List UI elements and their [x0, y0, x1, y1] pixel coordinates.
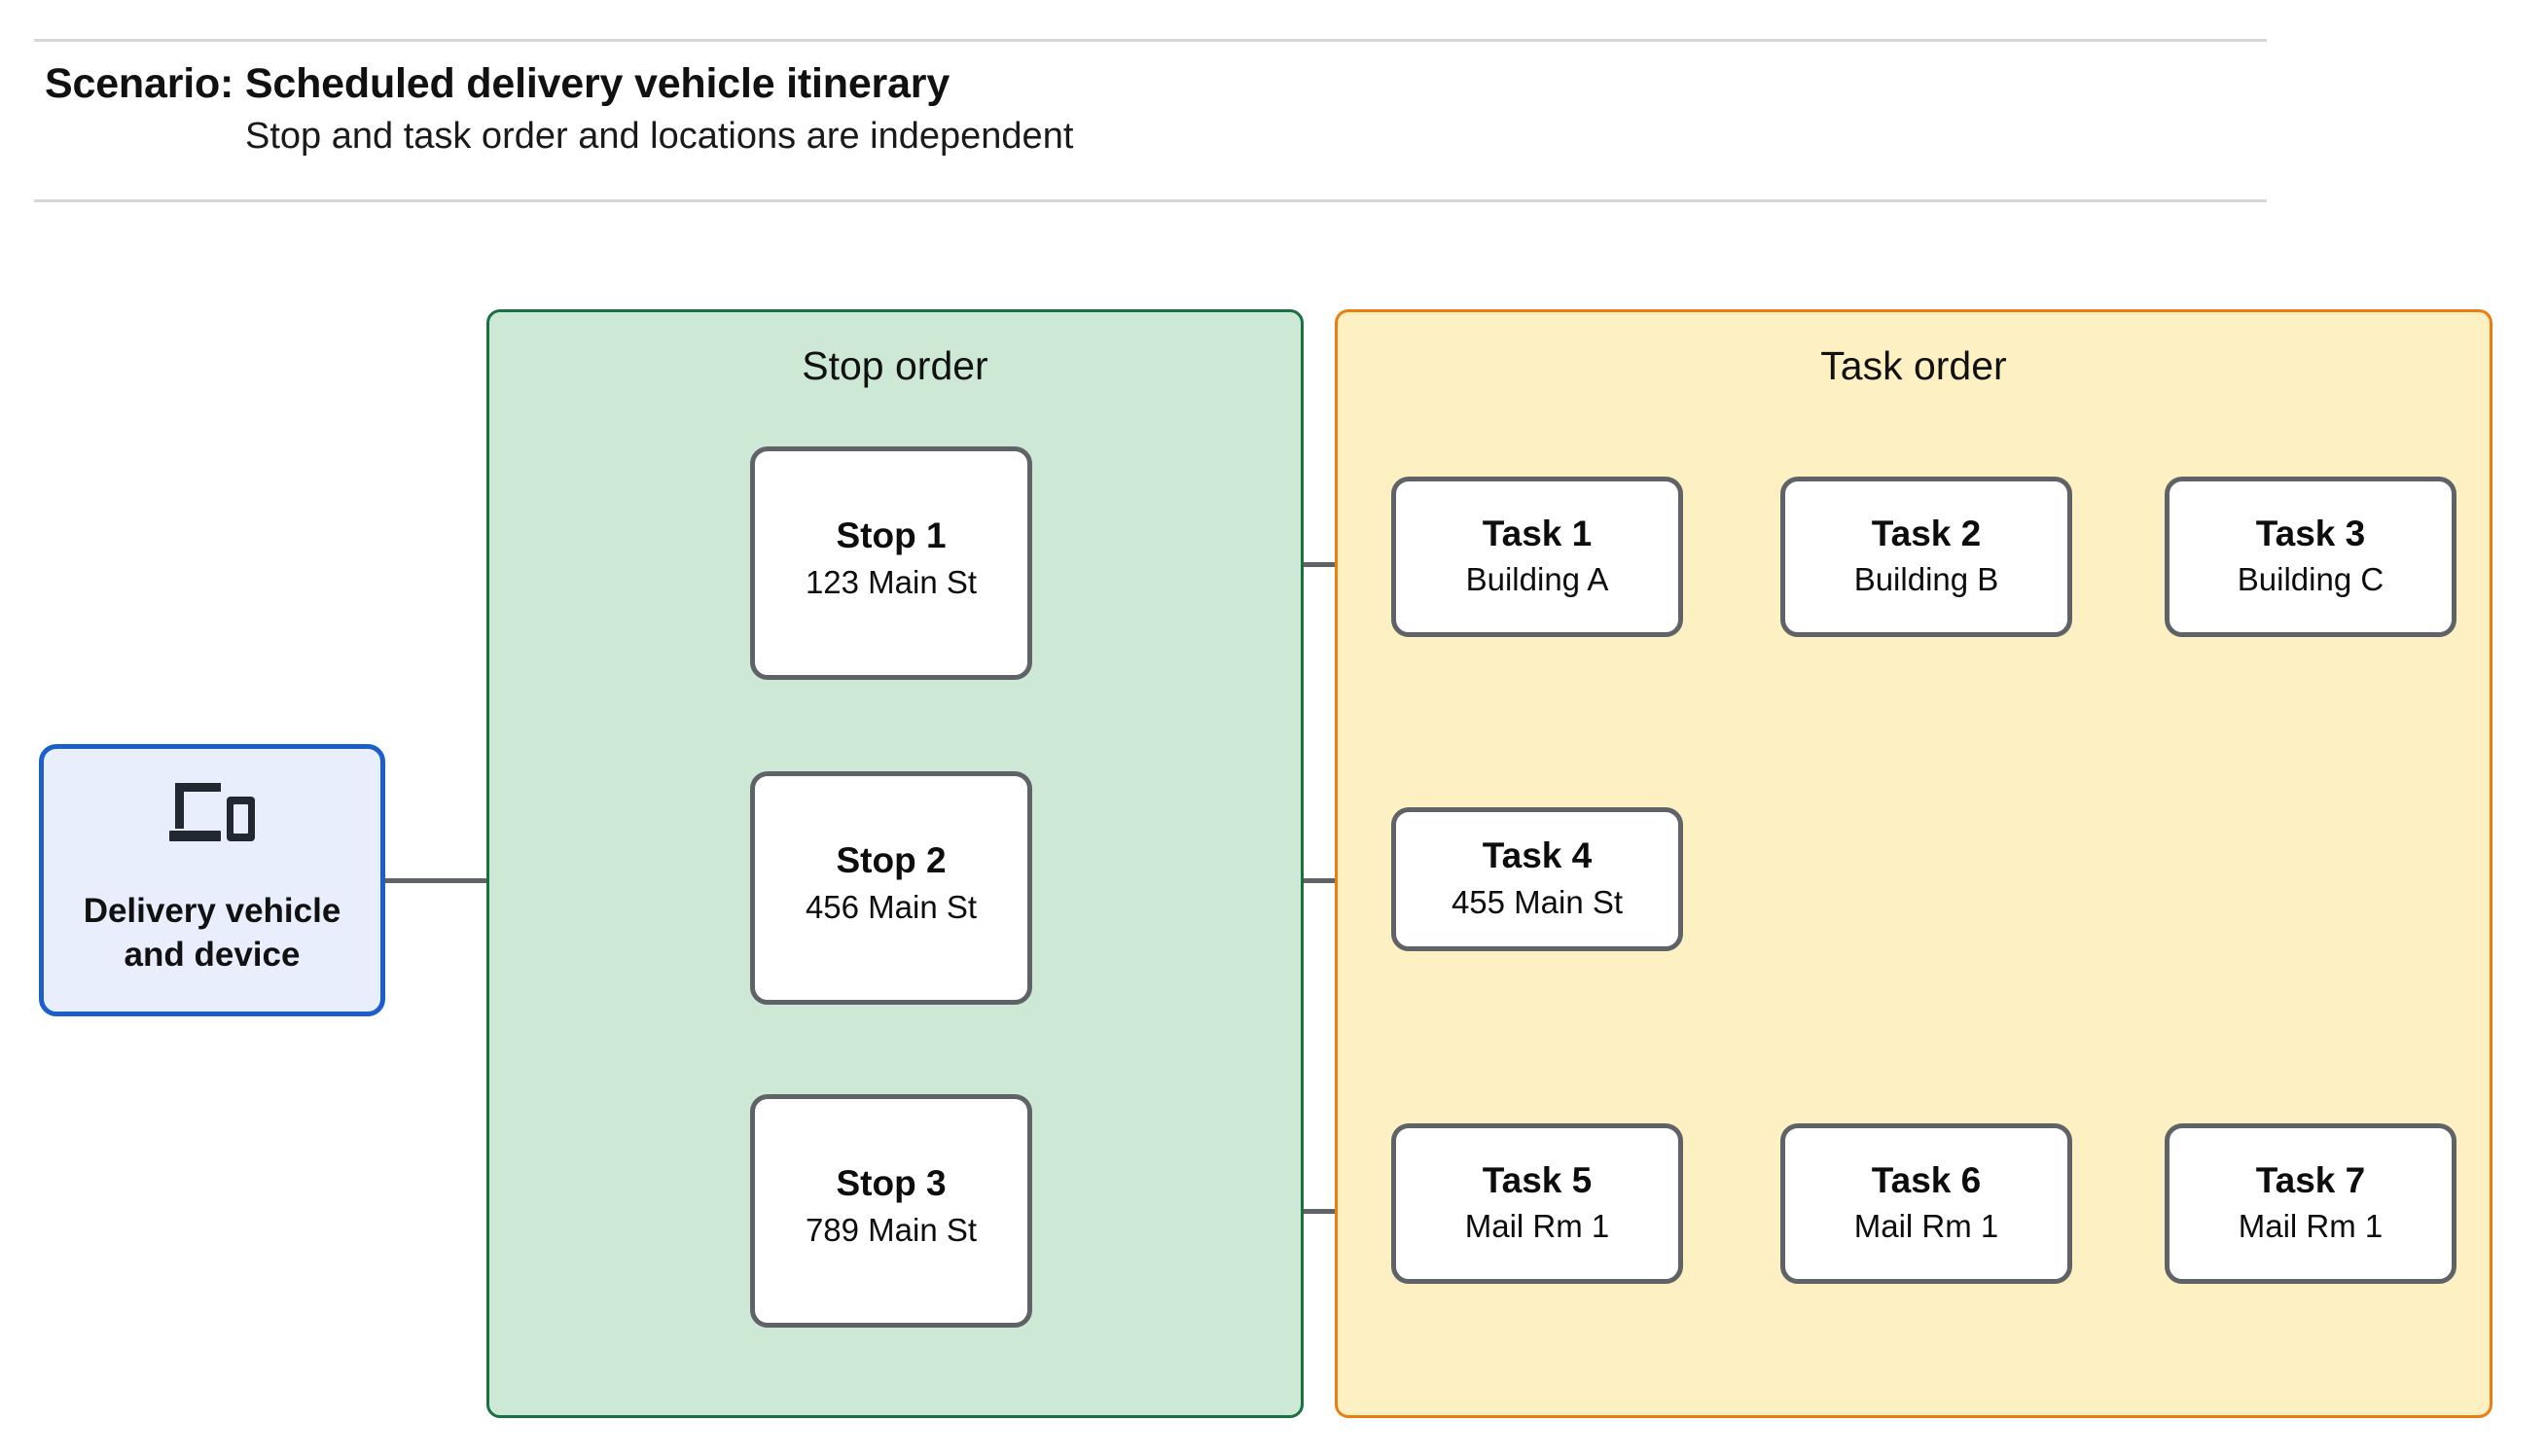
task-node-title: Task 4 [1482, 835, 1593, 876]
task-node-title: Task 5 [1482, 1159, 1593, 1200]
task-node-7[interactable]: Task 7 Mail Rm 1 [2165, 1123, 2456, 1284]
task-node-location: Mail Rm 1 [2238, 1208, 2384, 1245]
delivery-vehicle-node[interactable]: Delivery vehicle and device [39, 744, 385, 1016]
stop-node-title: Stop 2 [836, 840, 947, 881]
task-node-location: 455 Main St [1451, 883, 1624, 920]
task-node-location: Building B [1853, 561, 1999, 598]
page-title: Scenario: Scheduled delivery vehicle iti… [45, 60, 950, 107]
stop-node-title: Stop 3 [836, 1163, 947, 1204]
task-node-location: Mail Rm 1 [1853, 1208, 1999, 1245]
stop-order-panel-title: Stop order [802, 343, 988, 388]
task-node-title: Task 7 [2255, 1159, 2366, 1200]
connector-vehicle-to-trunk [385, 878, 560, 883]
header-divider-bottom [34, 199, 2267, 202]
task-node-5[interactable]: Task 5 Mail Rm 1 [1391, 1123, 1683, 1284]
stop-node-title: Stop 1 [836, 515, 947, 556]
header-divider-top [34, 39, 2267, 42]
delivery-vehicle-label-line2: and device [124, 936, 301, 974]
stop-node-2[interactable]: Stop 2 456 Main St [750, 771, 1032, 1005]
task-node-title: Task 3 [2255, 513, 2366, 553]
task-node-3[interactable]: Task 3 Building C [2165, 477, 2456, 637]
task-node-location: Building A [1465, 561, 1609, 598]
task-node-2[interactable]: Task 2 Building B [1780, 477, 2072, 637]
stop-node-address: 789 Main St [805, 1211, 978, 1248]
task-node-location: Mail Rm 1 [1464, 1208, 1610, 1245]
stop-node-1[interactable]: Stop 1 123 Main St [750, 446, 1032, 680]
task-node-title: Task 1 [1482, 513, 1593, 553]
task-node-1[interactable]: Task 1 Building A [1391, 477, 1683, 637]
task-node-location: Building C [2237, 561, 2385, 598]
task-node-6[interactable]: Task 6 Mail Rm 1 [1780, 1123, 2072, 1284]
task-node-4[interactable]: Task 4 455 Main St [1391, 807, 1683, 951]
stop-node-address: 123 Main St [805, 563, 978, 600]
stop-node-3[interactable]: Stop 3 789 Main St [750, 1094, 1032, 1328]
task-node-title: Task 6 [1871, 1159, 1982, 1200]
delivery-vehicle-label-line1: Delivery vehicle [83, 892, 341, 931]
task-order-panel-title: Task order [1820, 343, 2007, 388]
task-node-title: Task 2 [1871, 513, 1982, 553]
stop-node-address: 456 Main St [805, 888, 978, 925]
page-subtitle: Stop and task order and locations are in… [245, 116, 1074, 157]
delivery-vehicle-label: Delivery vehicle and device [84, 890, 341, 977]
devices-icon [169, 783, 255, 842]
